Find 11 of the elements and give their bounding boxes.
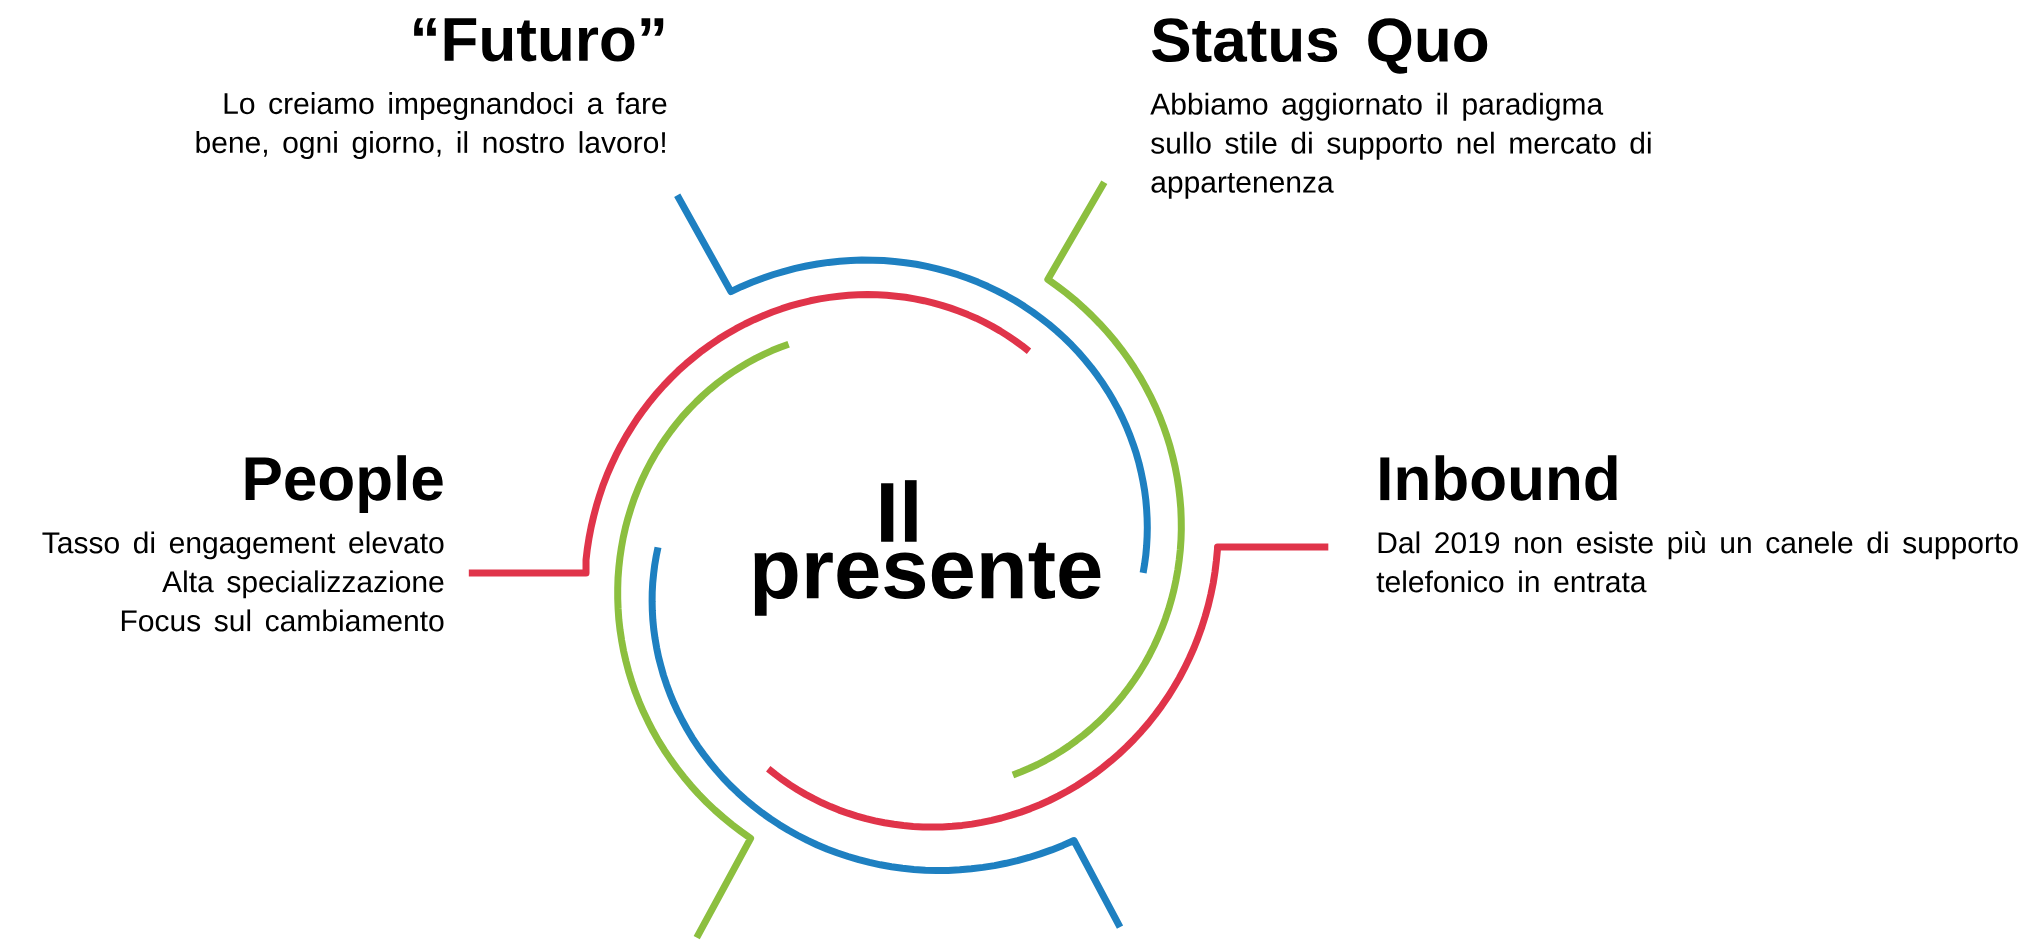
heading: People (245, 455, 443, 513)
description: Alta specializzazione (162, 570, 444, 599)
center-title: Il presente (754, 480, 1101, 616)
description: Lo creiamo impegnandoci a fare bene, ogni giorno, il nostro lavoro! (196, 92, 667, 160)
description: Tasso di engagement elevato (42, 531, 444, 560)
description: Abbiamo aggiornato il paradigma sullo stile di supporto nel mercato di appartenenza (1150, 92, 1651, 199)
heading: “Futuro” (414, 18, 664, 62)
heading: Inbound (1380, 455, 1617, 501)
heading: Status Quo (1152, 18, 1488, 74)
description: Focus sul cambiamento (121, 609, 444, 632)
description: Dal 2019 non esiste più un canele di supporto telefonico in entrata (1376, 531, 2018, 593)
